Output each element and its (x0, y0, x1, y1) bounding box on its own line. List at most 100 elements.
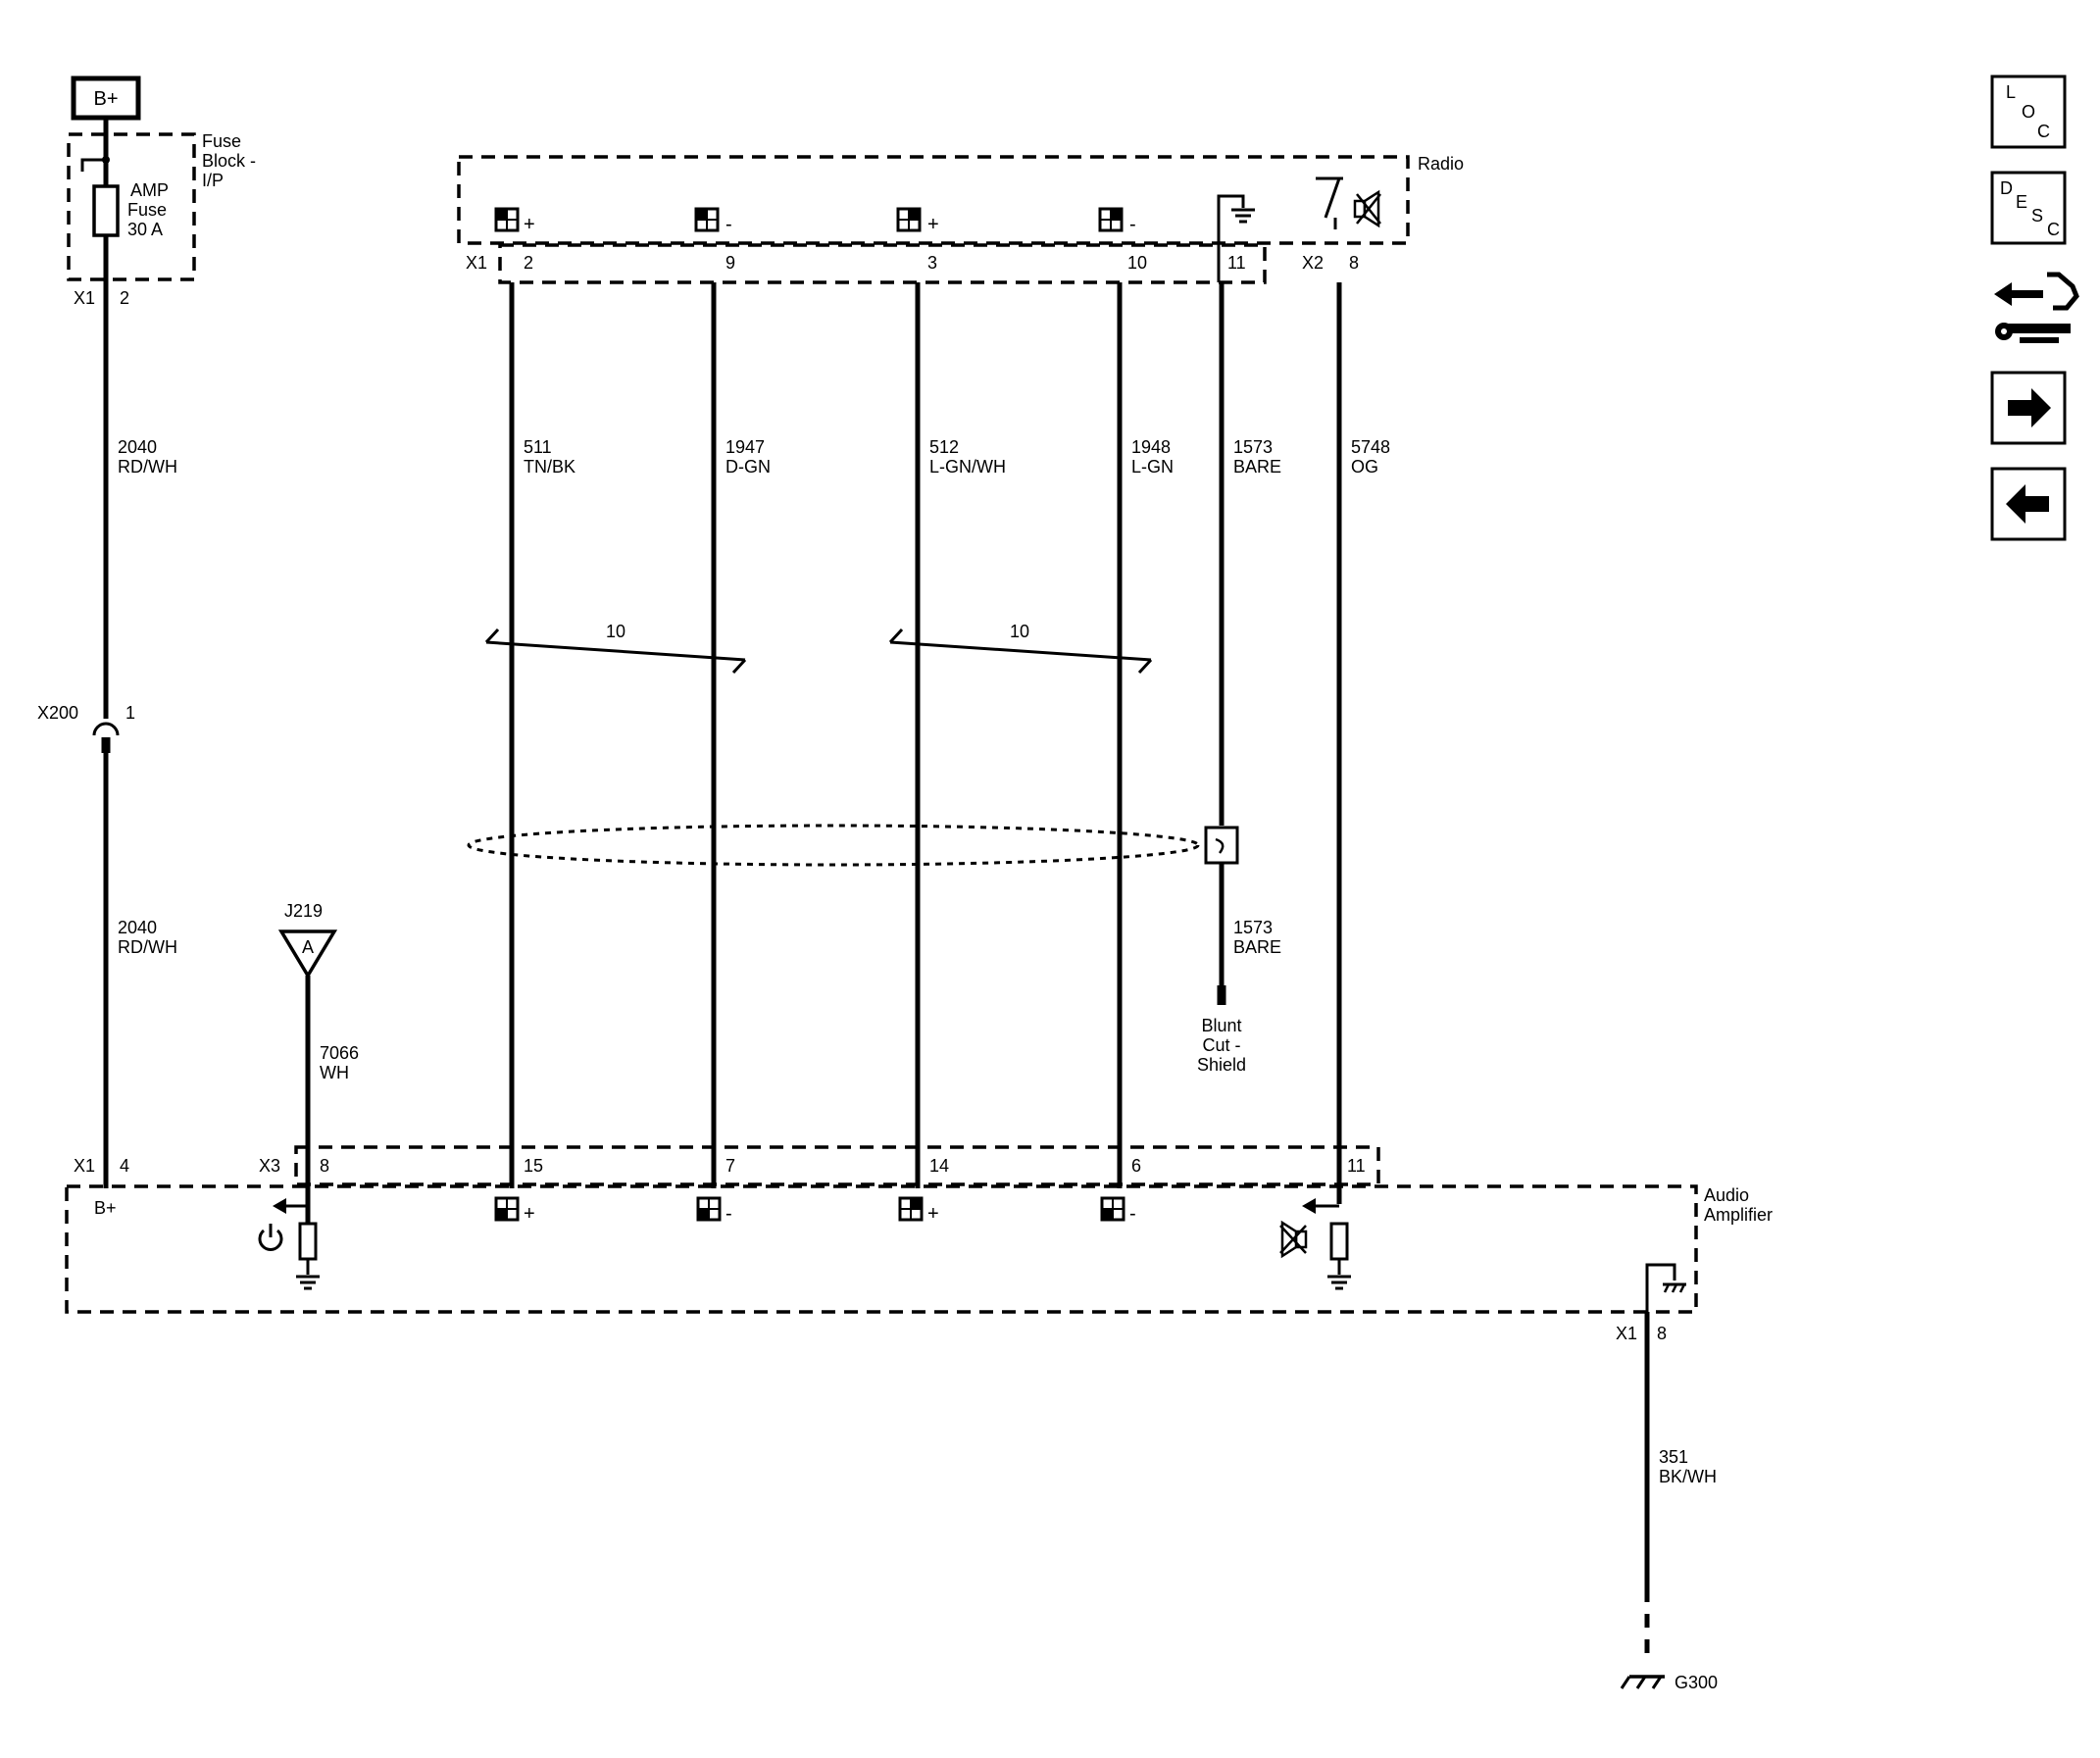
power-wire-circuit-lower: 2040 (118, 918, 157, 937)
splice-wire-circuit: 7066 (320, 1043, 359, 1063)
radio-module: Radio (457, 154, 1464, 284)
amplifier-label-1: Audio (1704, 1185, 1749, 1205)
amp-pin-14-sign: + (927, 1203, 939, 1225)
splice-name: J219 (284, 901, 323, 921)
audio-input-icon (898, 1196, 924, 1222)
splice-j219: J219 A (277, 901, 338, 979)
desc-letter-2: E (2016, 192, 2027, 212)
amplifier-bplus-label: B+ (94, 1198, 117, 1218)
loc-letter-2: O (2022, 102, 2035, 122)
wire-511-circuit: 511 (524, 437, 552, 457)
splice-wire-color: WH (320, 1063, 349, 1082)
twist-label-1: 10 (606, 622, 625, 641)
audio-output-icon (494, 207, 520, 232)
fuse-label-3: 30 A (127, 220, 163, 239)
back-arrow-icon (2006, 484, 2049, 524)
radio-label: Radio (1418, 154, 1464, 174)
radio-connector-x1: X1 (466, 253, 487, 273)
radio-pin-11: 11 (1217, 194, 1255, 282)
connector-tool-icon[interactable] (1994, 272, 2079, 343)
amplifier-connector-x1: X1 (74, 1156, 95, 1176)
desc-letter-1: D (2000, 178, 2013, 198)
radio-pin-10-number: 10 (1127, 253, 1147, 273)
battery-label: B+ (93, 88, 118, 110)
fuse-block: Fuse Block - I/P AMP Fuse 30 A (67, 131, 256, 281)
radio-pin-8-number: 8 (1349, 253, 1359, 273)
radio-pin-2: + 2 (494, 207, 535, 273)
amp-pin-14-number: 14 (929, 1156, 949, 1176)
back-arrow-button[interactable] (1990, 467, 2067, 541)
wire-512-color: L-GN/WH (929, 457, 1006, 477)
amp-pin-8: 8 (258, 1156, 329, 1290)
forward-arrow-button[interactable] (1990, 371, 2067, 445)
audio-input-icon (494, 1196, 520, 1222)
forward-arrow-icon (2008, 388, 2051, 427)
loc-letter-3: C (2037, 122, 2050, 141)
wire-5748-circuit: 5748 (1351, 437, 1390, 457)
amp-pin-6: 6 - (1100, 1156, 1141, 1225)
fuse-block-label-1: Fuse (202, 131, 241, 151)
ground-g300-icon (1620, 1675, 1665, 1689)
drain-circuit: 1573 (1233, 918, 1273, 937)
wire-1948-circuit: 1948 (1131, 437, 1171, 457)
amp-pin-7-number: 7 (725, 1156, 735, 1176)
audio-output-icon (896, 207, 922, 232)
amp-pin-7-sign: - (725, 1203, 732, 1225)
amp-ground-pin-number: 8 (1657, 1324, 1667, 1343)
chassis-ground-icon (1663, 1282, 1686, 1293)
radio-pin-11-number: 11 (1227, 253, 1246, 273)
wire-5748-color: OG (1351, 457, 1378, 477)
wire-1573-circuit: 1573 (1233, 437, 1273, 457)
twisted-pair-marker-2: 10 (888, 622, 1153, 675)
ground-label: G300 (1675, 1673, 1718, 1692)
audio-input-icon (696, 1196, 722, 1222)
amp-pin-6-sign: - (1129, 1203, 1136, 1225)
shield-drain-junction (1204, 826, 1239, 865)
desc-letter-3: S (2031, 206, 2043, 226)
amp-ground-pin (1645, 1263, 1686, 1312)
drain-end-label-1: Blunt (1201, 1016, 1241, 1035)
amp-pin-11: 11 (1279, 1156, 1366, 1290)
fuse-connector-id: X1 (74, 288, 95, 308)
splice-letter: A (302, 937, 314, 957)
loc-letter-1: L (2006, 82, 2016, 102)
chassis-ground-icon (1231, 208, 1255, 224)
power-icon (258, 1224, 283, 1251)
fuse-icon (92, 184, 120, 237)
audio-amplifier-module: Audio Amplifier (65, 1145, 1773, 1314)
desc-letter-4: C (2047, 220, 2060, 239)
amp-pin-7: 7 - (696, 1156, 735, 1225)
fuse-label-2: Fuse (127, 200, 167, 220)
mute-speaker-icon (1353, 189, 1381, 228)
location-button[interactable]: L O C (1990, 75, 2067, 149)
fuse-block-label-2: Block - (202, 151, 256, 171)
radio-pin-3-sign: + (927, 214, 939, 235)
amplifier-connector-x3: X3 (259, 1156, 280, 1176)
amp-ground-connector: X1 (1616, 1324, 1637, 1343)
amp-pin-14: 14 + (898, 1156, 949, 1225)
wire-512-circuit: 512 (929, 437, 959, 457)
inline-connector-name: X200 (37, 703, 78, 723)
wire-1948-color: L-GN (1131, 457, 1174, 477)
amp-pin-6-number: 6 (1131, 1156, 1141, 1176)
radio-pin-8: 8 (1316, 176, 1381, 273)
audio-output-icon (1098, 207, 1124, 232)
power-wire-color-upper: RD/WH (118, 457, 177, 477)
power-wire-color-lower: RD/WH (118, 937, 177, 957)
radio-pin-10-sign: - (1129, 214, 1136, 235)
radio-pin-3: + 3 (896, 207, 939, 273)
twisted-pair-marker-1: 10 (484, 622, 747, 675)
wire-1947-color: D-GN (725, 457, 771, 477)
ground-wire-color: BK/WH (1659, 1467, 1717, 1486)
audio-input-icon (1100, 1196, 1125, 1222)
description-button[interactable]: D E S C (1990, 171, 2067, 245)
radio-connector-x2: X2 (1302, 253, 1324, 273)
fuse-block-label-3: I/P (202, 171, 224, 190)
fuse-label-1: AMP (130, 180, 169, 200)
wire-1947-circuit: 1947 (725, 437, 765, 457)
twist-label-2: 10 (1010, 622, 1029, 641)
battery-power-source: B+ (71, 75, 141, 121)
cable-shield (467, 824, 1200, 867)
power-wire-circuit-upper: 2040 (118, 437, 157, 457)
